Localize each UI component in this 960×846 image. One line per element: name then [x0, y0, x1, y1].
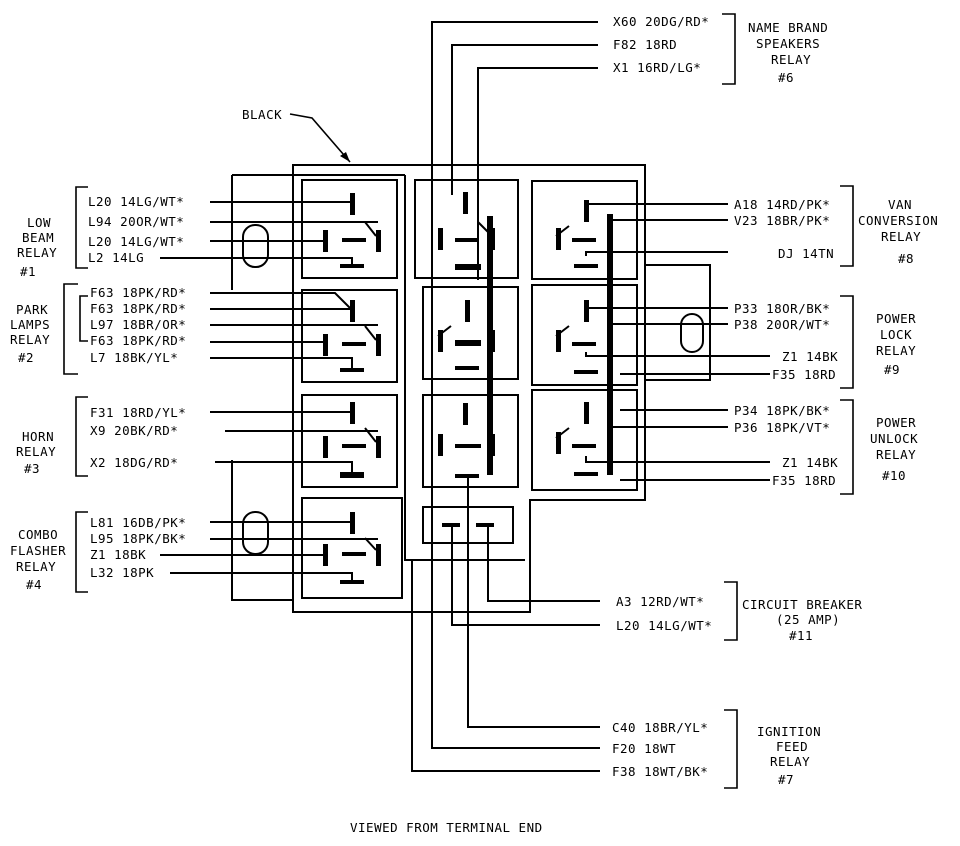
low-beam-relay-line-4: #1 [20, 264, 36, 279]
wire-label-z1-c: Z1 14BK [782, 455, 838, 470]
power-unlock-relay-line-3: RELAY [876, 447, 916, 462]
park-lamps-relay-line-1: PARK [16, 302, 48, 317]
black-label: BLACK [242, 107, 282, 122]
wire-label-l81: L81 16DB/PK* [90, 515, 186, 530]
power-lock-relay-line-4: #9 [884, 362, 900, 377]
name-brand-relay-line-4: #6 [778, 70, 794, 85]
wire-label-f63-c: F63 18PK/RD* [90, 333, 186, 348]
park-lamps-group: F63 18PK/RD* F63 18PK/RD* L97 18BR/OR* F… [10, 283, 378, 375]
van-conversion-relay-line-2: CONVERSION [858, 213, 938, 228]
wire-label-l95: L95 18PK/BK* [90, 531, 186, 546]
circuit-breaker-line-3: #11 [789, 628, 813, 643]
horn-relay-line-3: #3 [24, 461, 40, 476]
relay-5-terminals [437, 300, 495, 370]
wire-label-v23: V23 18BR/PK* [734, 213, 830, 228]
name-brand-relay-line-2: SPEAKERS [756, 36, 820, 51]
wire-label-f63-a: F63 18PK/RD* [90, 285, 186, 300]
power-unlock-relay-line-1: POWER [876, 415, 916, 430]
van-conversion-group: A18 14RD/PK* V23 18BR/PK* DJ 14TN VAN CO… [585, 185, 938, 267]
wire-label-c40: C40 18BR/YL* [612, 720, 708, 735]
horn-relay-line-1: HORN [22, 429, 54, 444]
low-beam-relay-line-2: BEAM [22, 230, 54, 245]
combo-flasher-relay-line-1: COMBO [18, 527, 58, 542]
name-brand-relay-line-3: RELAY [771, 52, 811, 67]
busbars [487, 214, 613, 475]
wire-label-l20-c: L20 14LG/WT* [616, 618, 712, 633]
relay-8-terminals [555, 200, 613, 268]
wire-label-z1-a: Z1 18BK [90, 547, 146, 562]
power-lock-relay-line-3: RELAY [876, 343, 916, 358]
power-lock-relay-line-1: POWER [876, 311, 916, 326]
wire-label-f35-a: F35 18RD [772, 367, 836, 382]
relay-10-terminals [555, 402, 613, 476]
circuit-breaker-line-2: (25 AMP) [776, 612, 840, 627]
ignition-feed-relay-line-1: IGNITION [757, 724, 821, 739]
wire-label-a3: A3 12RD/WT* [616, 594, 704, 609]
wire-label-l7: L7 18BK/YL* [90, 350, 178, 365]
van-conversion-relay-line-3: RELAY [881, 229, 921, 244]
power-lock-relay-line-2: LOCK [880, 327, 912, 342]
ignition-feed-relay-line-3: RELAY [770, 754, 810, 769]
wire-label-l2: L2 14LG [88, 250, 144, 265]
wire-label-l97: L97 18BR/OR* [90, 317, 186, 332]
low-beam-relay-line-3: RELAY [17, 245, 57, 260]
wire-label-f31: F31 18RD/YL* [90, 405, 186, 420]
relay-6-terminals [438, 192, 495, 270]
low-beam-relay-line-1: LOW [27, 215, 51, 230]
wire-label-x2: X2 18DG/RD* [90, 455, 178, 470]
ignition-feed-relay-line-4: #7 [778, 772, 794, 787]
top-wires: X60 20DG/RD* F82 18RD X1 16RD/LG* NAME B… [431, 13, 828, 520]
wire-label-l20-b: L20 14LG/WT* [88, 234, 184, 249]
relay-block-housing [231, 164, 711, 613]
low-beam-group: L20 14LG/WT* L94 20OR/WT* L20 14LG/WT* L… [17, 186, 378, 279]
wire-label-l20-a: L20 14LG/WT* [88, 194, 184, 209]
wire-label-z1-b: Z1 14BK [782, 349, 838, 364]
combo-flasher-relay-line-4: #4 [26, 577, 42, 592]
power-lock-group: P33 18OR/BK* P38 20OR/WT* Z1 14BK F35 18… [585, 295, 916, 389]
wire-label-a18: A18 14RD/PK* [734, 197, 830, 212]
black-callout: BLACK [242, 107, 351, 163]
wire-label-x9: X9 20BK/RD* [90, 423, 178, 438]
wire-label-l32: L32 18PK [90, 565, 154, 580]
footer-caption: VIEWED FROM TERMINAL END [350, 820, 543, 835]
van-conversion-relay-line-1: VAN [888, 197, 912, 212]
van-conversion-relay-line-4: #8 [898, 251, 914, 266]
park-lamps-relay-line-3: RELAY [10, 332, 50, 347]
wire-label-p38: P38 20OR/WT* [734, 317, 830, 332]
circuit-breaker-terminals [442, 523, 494, 527]
wire-label-dj: DJ 14TN [778, 246, 834, 261]
relay-7-terminals [438, 403, 495, 478]
relay-1-terminals [323, 193, 381, 268]
combo-flasher-relay-line-2: FLASHER [10, 543, 66, 558]
name-brand-relay-line-1: NAME BRAND [748, 20, 828, 35]
power-unlock-group: P34 18PK/BK* P36 18PK/VT* Z1 14BK F35 18… [585, 399, 918, 495]
wire-label-f20: F20 18WT [612, 741, 676, 756]
wire-label-f82: F82 18RD [613, 37, 677, 52]
wire-label-p33: P33 18OR/BK* [734, 301, 830, 316]
relay-2-terminals [323, 300, 381, 372]
wire-label-f63-b: F63 18PK/RD* [90, 301, 186, 316]
wire-label-p36: P36 18PK/VT* [734, 420, 830, 435]
wire-label-l94: L94 20OR/WT* [88, 214, 184, 229]
ignition-feed-group: C40 18BR/YL* F20 18WT F38 18WT/BK* IGNIT… [411, 478, 821, 789]
wire-label-x1: X1 16RD/LG* [613, 60, 701, 75]
combo-flasher-relay-line-3: RELAY [16, 559, 56, 574]
park-lamps-relay-line-2: LAMPS [10, 317, 50, 332]
circuit-breaker-line-1: CIRCUIT BREAKER [742, 597, 862, 612]
horn-group: F31 18RD/YL* X9 20BK/RD* X2 18DG/RD* HOR… [16, 396, 378, 477]
wire-label-f38: F38 18WT/BK* [612, 764, 708, 779]
power-unlock-relay-line-2: UNLOCK [870, 431, 918, 446]
ignition-feed-relay-line-2: FEED [776, 739, 808, 754]
park-lamps-relay-line-4: #2 [18, 350, 34, 365]
wire-label-p34: P34 18PK/BK* [734, 403, 830, 418]
power-unlock-relay-line-4: #10 [882, 468, 906, 483]
circuit-breaker-group: A3 12RD/WT* L20 14LG/WT* CIRCUIT BREAKER… [451, 527, 862, 643]
wire-label-f35-b: F35 18RD [772, 473, 836, 488]
horn-relay-line-2: RELAY [16, 444, 56, 459]
wire-label-x60: X60 20DG/RD* [613, 14, 709, 29]
relay-9-terminals [555, 300, 613, 374]
combo-flasher-group: L81 16DB/PK* L95 18PK/BK* Z1 18BK L32 18… [10, 511, 378, 593]
